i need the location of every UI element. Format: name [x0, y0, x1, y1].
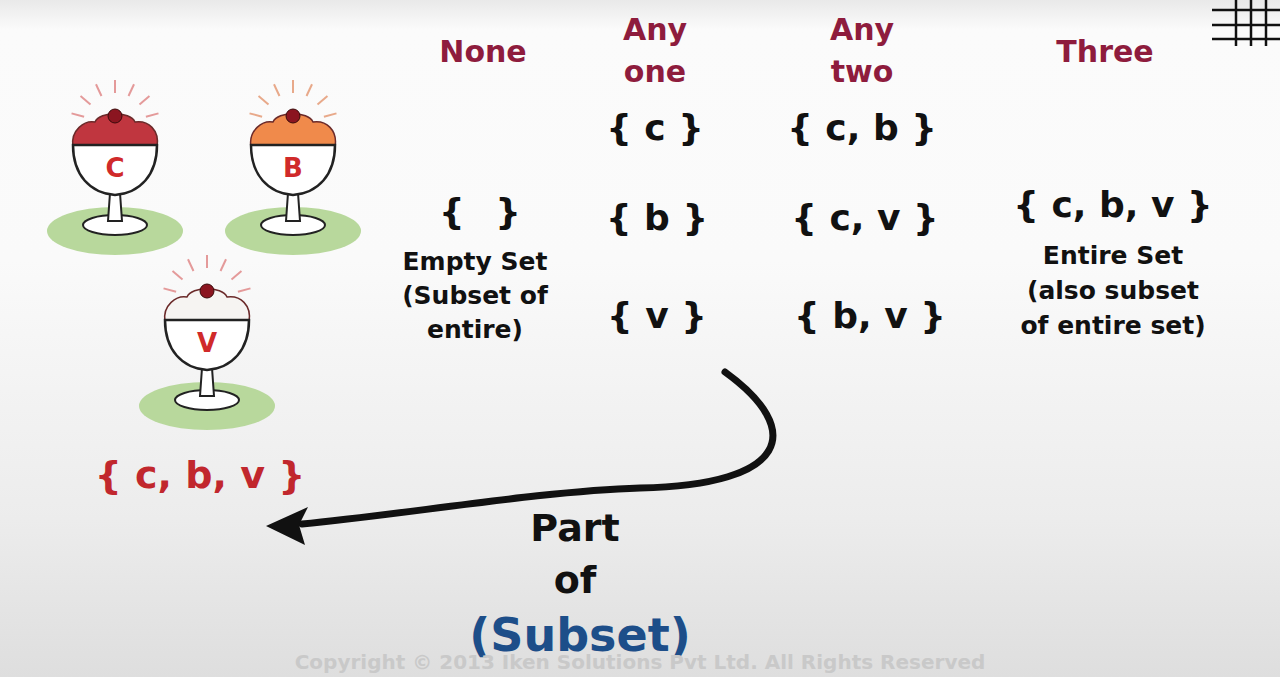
shine-ray [81, 96, 91, 104]
column-heading: Any one [605, 9, 705, 93]
shine-ray [140, 96, 150, 104]
ice-cream-cup: V [132, 250, 282, 435]
shine-ray [292, 80, 294, 93]
arrow-label: Part of [520, 502, 630, 606]
shine-ray [318, 96, 328, 104]
column-heading: Three [1056, 31, 1153, 73]
shine-ray [129, 84, 134, 96]
shine-ray [173, 271, 183, 279]
cherry [200, 284, 214, 298]
subset: { v } [607, 294, 707, 338]
shine-ray [250, 113, 263, 116]
shine-ray [232, 271, 242, 279]
shine-ray [96, 84, 101, 96]
cup-stem [108, 193, 122, 221]
subset-note: Empty Set (Subset of entire) [400, 245, 550, 347]
shine-ray [164, 288, 177, 291]
cherry [108, 109, 122, 123]
shine-ray [206, 255, 208, 268]
cup-letter: C [40, 153, 190, 183]
subset: { } [439, 190, 521, 234]
shine-ray [324, 113, 337, 116]
grid-icon [1212, 0, 1280, 46]
shine-ray [146, 113, 159, 116]
shine-ray [259, 96, 269, 104]
column-heading: Any two [812, 9, 912, 93]
shine-ray [188, 259, 193, 271]
cup-stem [286, 193, 300, 221]
subset-note: Entire Set (also subset of entire set) [1016, 238, 1211, 343]
subset: { b } [606, 196, 708, 240]
cup-letter: B [218, 153, 368, 183]
subset: { c, b } [787, 106, 937, 150]
shine-ray [238, 288, 251, 291]
ice-cream-cup: C [40, 75, 190, 260]
shine-ray [221, 259, 226, 271]
subset: { c } [606, 106, 704, 150]
subset: { c, b, v } [1013, 183, 1212, 227]
column-heading: None [439, 31, 526, 73]
arrow-head [266, 507, 308, 545]
subset: { b, v } [794, 294, 946, 338]
shine-ray [72, 113, 85, 116]
subset: { c, v } [791, 196, 938, 240]
cup-letter: V [132, 328, 282, 358]
cherry [286, 109, 300, 123]
shine-ray [274, 84, 279, 96]
curved-arrow [302, 372, 773, 524]
set-label: { c, b, v } [95, 453, 305, 497]
shine-ray [307, 84, 312, 96]
cup-stem [200, 368, 214, 396]
shine-ray [114, 80, 116, 93]
ice-cream-cup: B [218, 75, 368, 260]
watermark: Copyright © 2013 Iken Solutions Pvt Ltd.… [295, 650, 986, 674]
